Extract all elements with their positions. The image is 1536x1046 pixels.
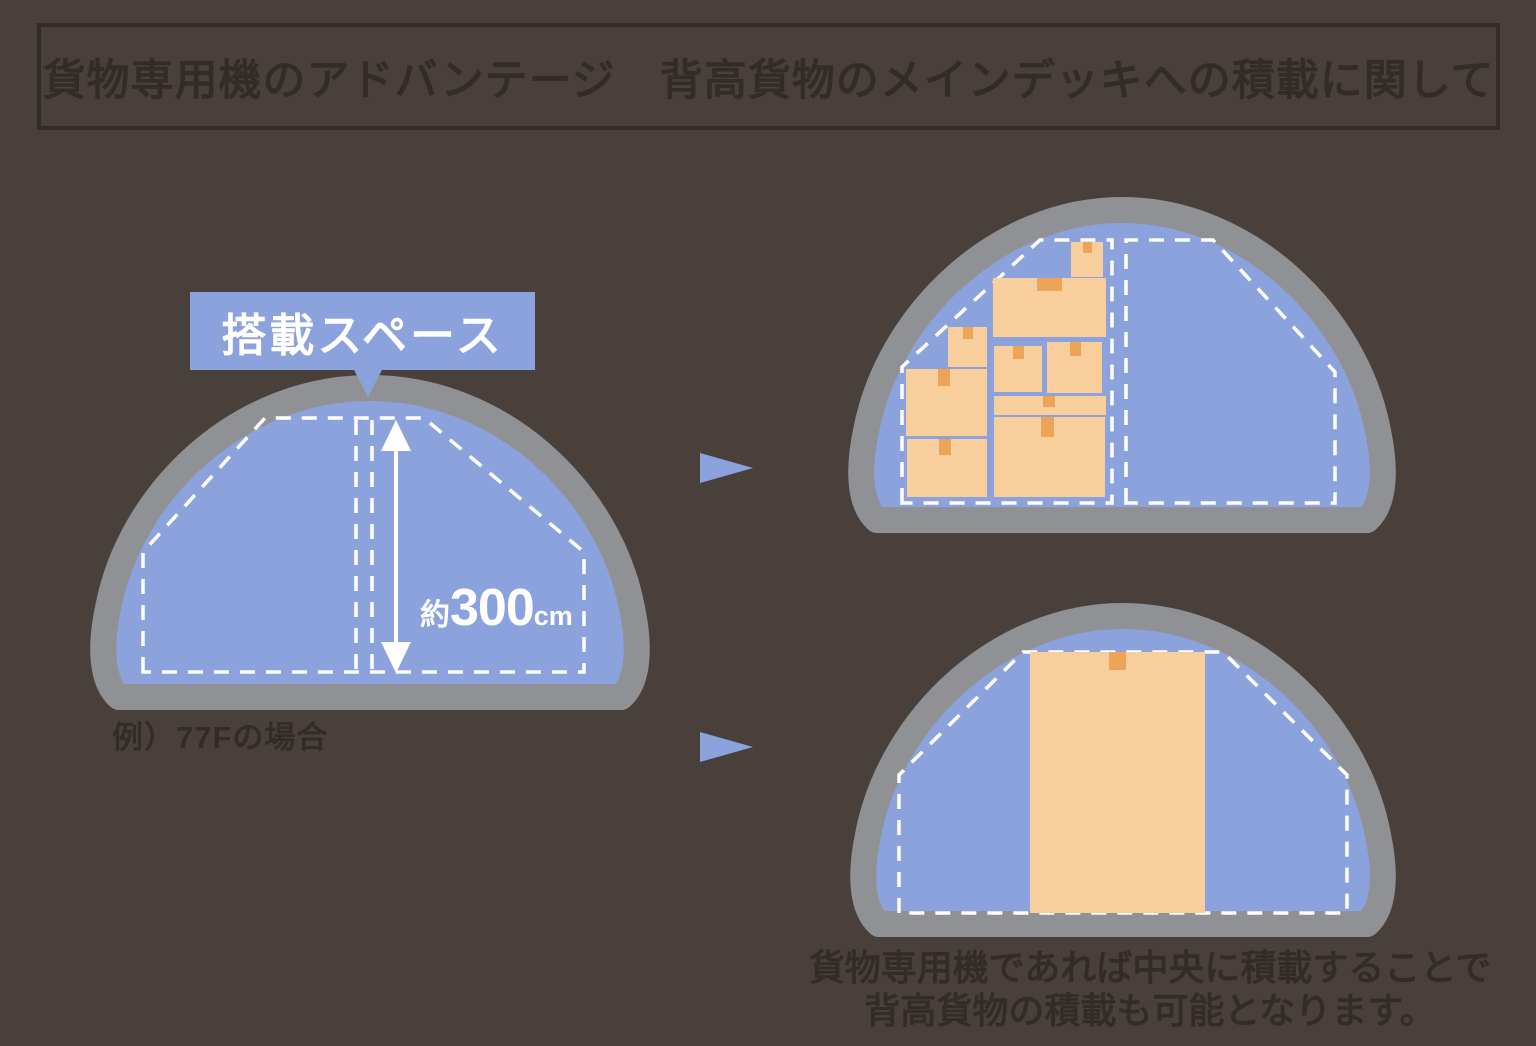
cargo-box [948,327,987,367]
top-right-fuselage-dome [848,197,1396,533]
title-box: 貨物専用機のアドバンテージ 背高貨物のメインデッキへの積載に関して [37,23,1500,130]
cargo-box [907,439,987,497]
loading-space-label: 搭載スペース [190,292,535,370]
cargo-box [1047,342,1102,393]
cargo-box [906,369,987,436]
loading-space-label-text: 搭載スペース [221,309,504,361]
bottom-right-fuselage-dome [850,603,1396,937]
loading-space-outline [141,416,586,674]
page-title: 貨物専用機のアドバンテージ 背高貨物のメインデッキへの積載に関して [42,56,1495,105]
label-pointer-icon [352,366,384,397]
measurement-approx: 約 [420,599,450,632]
left-fuselage-dome [90,366,650,710]
measurement-value: 300 [450,579,535,637]
cargo-box [1071,242,1103,277]
result-caption-line1: 貨物専用機であれば中央に積載することで [808,947,1492,988]
result-caption-line2: 背高貨物の積載も可能となります。 [864,990,1436,1032]
left-hold-outline [900,238,1114,505]
cargo-box [993,278,1106,337]
cargo-box [994,417,1105,497]
right-hold-outline [1124,238,1337,505]
result-caption: 貨物専用機であれば中央に積載することで 背高貨物の積載も可能となります。 [760,946,1536,1032]
right-arrow-icon [700,453,753,483]
fuselage-cross-section [848,197,1396,533]
height-arrow [381,420,411,673]
tall-cargo-box [1030,652,1205,913]
height-measurement-label: 約 300 cm [420,578,573,638]
cargo-box [994,396,1106,415]
loading-space-outline [897,650,1349,915]
fuselage-cross-section [90,375,650,710]
example-caption: 例）77Fの場合 [112,720,329,755]
right-arrow-icon [700,732,753,762]
measurement-unit: cm [533,601,573,631]
cargo-box [994,346,1042,392]
